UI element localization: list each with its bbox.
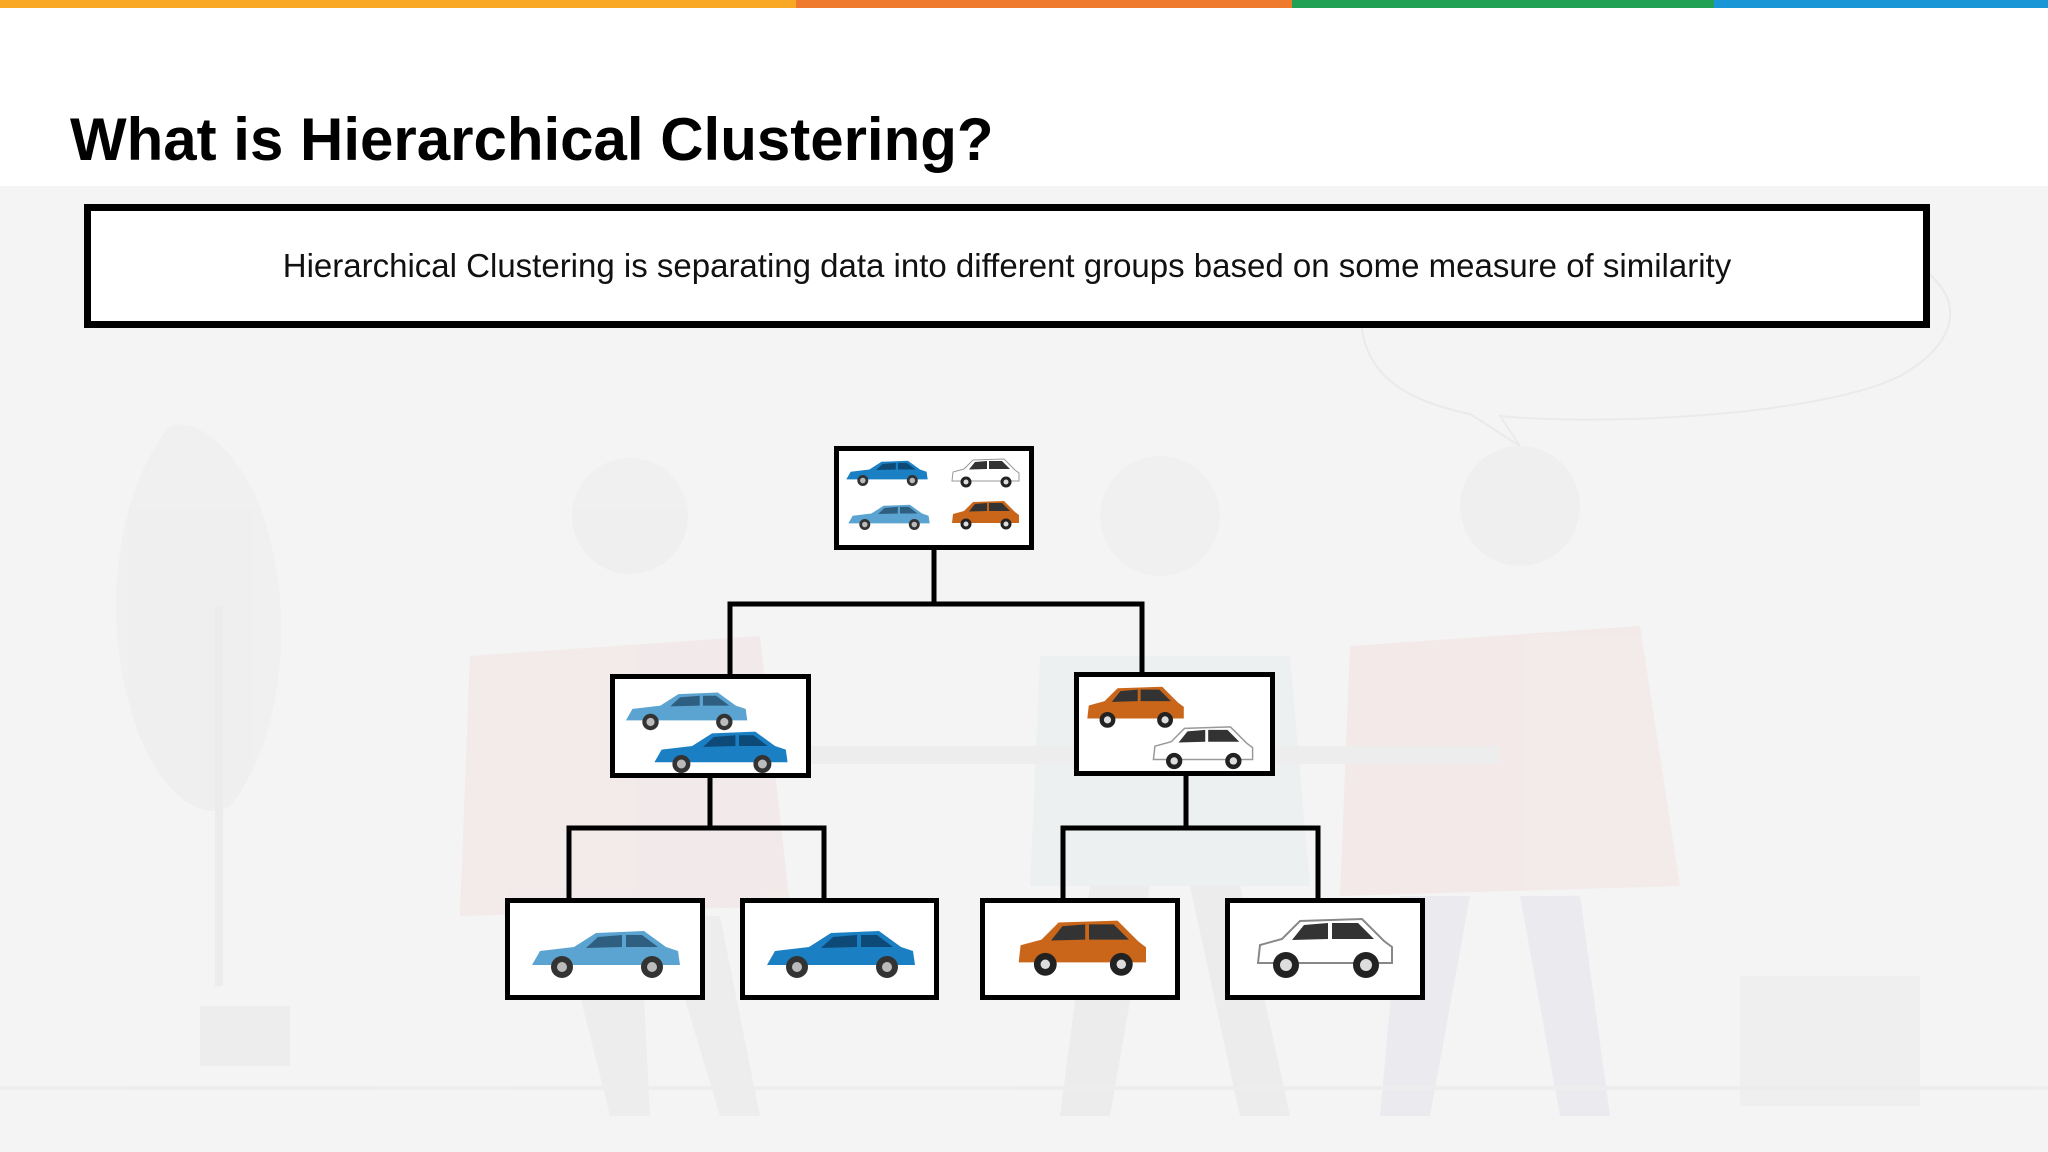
suvs-icon <box>1087 686 1254 770</box>
leaf-light-blue-sedan <box>505 898 705 1000</box>
leaf-blue-sedan <box>740 898 939 1000</box>
definition-text: Hierarchical Clustering is separating da… <box>282 247 1732 284</box>
suvs-cluster-node <box>1074 672 1275 776</box>
root-cluster-node <box>834 446 1034 550</box>
orange-suv-icon <box>1018 920 1146 976</box>
leaf-white-suv <box>1225 898 1425 1000</box>
accent-blue <box>1714 0 2048 8</box>
leaf-orange-suv <box>980 898 1180 1000</box>
all-cars-icon <box>846 458 1020 530</box>
accent-orange <box>796 0 1292 8</box>
top-accent-bar <box>0 0 2048 8</box>
sedans-icon <box>625 692 788 773</box>
sedans-cluster-node <box>610 674 811 778</box>
definition-box: Hierarchical Clustering is separating da… <box>84 204 1930 328</box>
slide-header <box>0 8 2048 186</box>
white-suv-icon <box>1256 917 1393 978</box>
blue-sedan-icon <box>767 931 915 978</box>
light-blue-sedan-icon <box>532 931 680 978</box>
accent-green <box>1292 0 1714 8</box>
accent-yellow <box>0 0 796 8</box>
slide-title: What is Hierarchical Clustering? <box>70 106 994 173</box>
